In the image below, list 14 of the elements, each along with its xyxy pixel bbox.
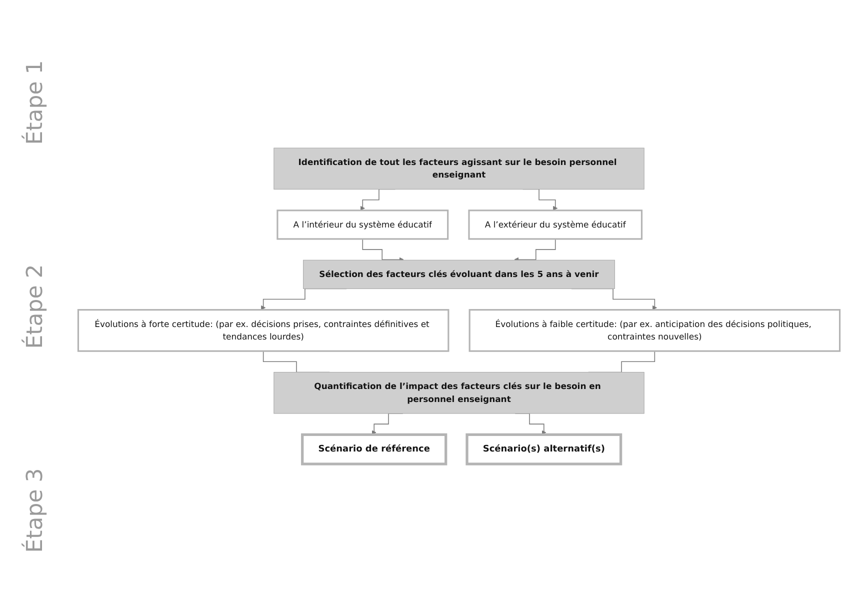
step-label: Étape 3 (22, 468, 48, 552)
node-box: Évolutions à faible certitude: (par ex. anticipation des décisions politiques, contraintes nouvelles) (468, 309, 840, 352)
node-box: Évolutions à forte certitude: (par ex. décisions prises, contraintes définitives et tendances lourdes) (76, 309, 449, 352)
node-box: Sélection des facteurs clés évoluant dans les 5 ans à venir (302, 260, 614, 289)
node-box: A l’intérieur du système éducatif (276, 210, 448, 240)
node-box: Scénario de référence (300, 433, 447, 466)
step-label: Étape 2 (22, 264, 48, 348)
node-box: Identification de tout les facteurs agissant sur le besoin personnel enseignant (273, 148, 644, 190)
arrow (362, 238, 404, 262)
node-box: A l’extérieur du système éducatif (468, 210, 642, 240)
arrow (514, 238, 556, 262)
node-box: Scénario(s) alternatif(s) (465, 433, 622, 466)
node-box: Quantification de l’impact des facteurs clés sur le besoin en personnel enseignant (273, 372, 644, 414)
step-label: Étape 1 (22, 60, 48, 144)
